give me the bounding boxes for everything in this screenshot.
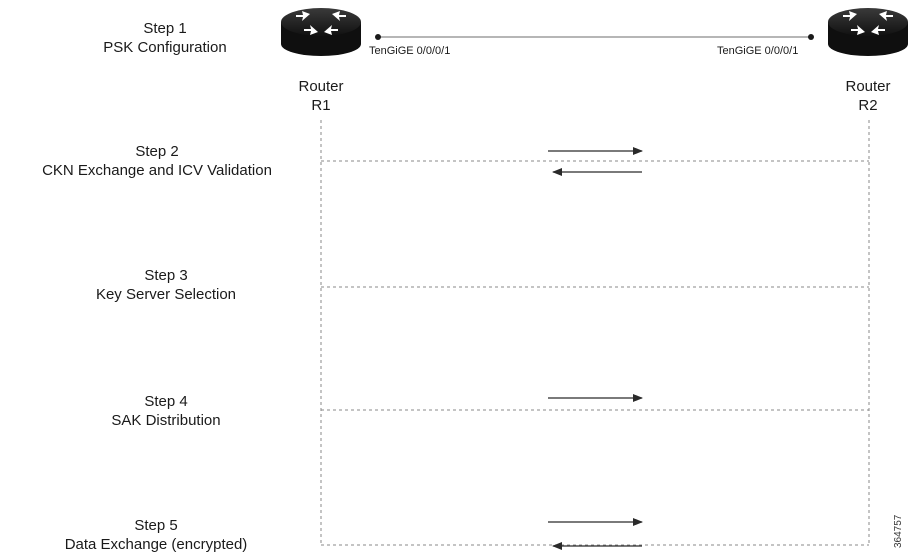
router-r2-line1: Router: [845, 78, 891, 95]
router-r1-icon: [281, 8, 361, 56]
router-r1-line1: Router: [298, 78, 344, 95]
router-r2-icon: [828, 8, 908, 56]
step-2-label: Step 2 CKN Exchange and ICV Validation: [2, 142, 312, 180]
router-r1-line2: R1: [311, 97, 331, 114]
step-4-title: Step 4: [144, 393, 188, 410]
figure-id: 364757: [893, 514, 904, 548]
step-1-label: Step 1 PSK Configuration: [60, 19, 270, 57]
step-4-desc: SAK Distribution: [111, 412, 221, 429]
router-r2-label: Router R2: [829, 77, 907, 115]
r1-interface-label: TenGiGE 0/0/0/1: [369, 45, 451, 57]
step-3-desc: Key Server Selection: [95, 286, 237, 303]
r2-interface-dot: [808, 34, 814, 40]
r1-interface-dot: [375, 34, 381, 40]
step-2-title: Step 2: [135, 143, 179, 160]
r2-interface-label: TenGiGE 0/0/0/1: [717, 45, 799, 57]
step-5-desc: Data Exchange (encrypted): [64, 536, 248, 553]
router-r1-label: Router R1: [281, 77, 361, 115]
step-1-title: Step 1: [143, 20, 187, 37]
step-5-title: Step 5: [134, 517, 178, 534]
step-3-label: Step 3 Key Server Selection: [56, 266, 276, 304]
router-r2-line2: R2: [858, 97, 878, 114]
step-1-desc: PSK Configuration: [103, 39, 227, 56]
step-5-label: Step 5 Data Exchange (encrypted): [26, 516, 286, 554]
step-4-label: Step 4 SAK Distribution: [66, 392, 266, 430]
step-3-title: Step 3: [144, 267, 188, 284]
step-2-desc: CKN Exchange and ICV Validation: [42, 162, 272, 179]
